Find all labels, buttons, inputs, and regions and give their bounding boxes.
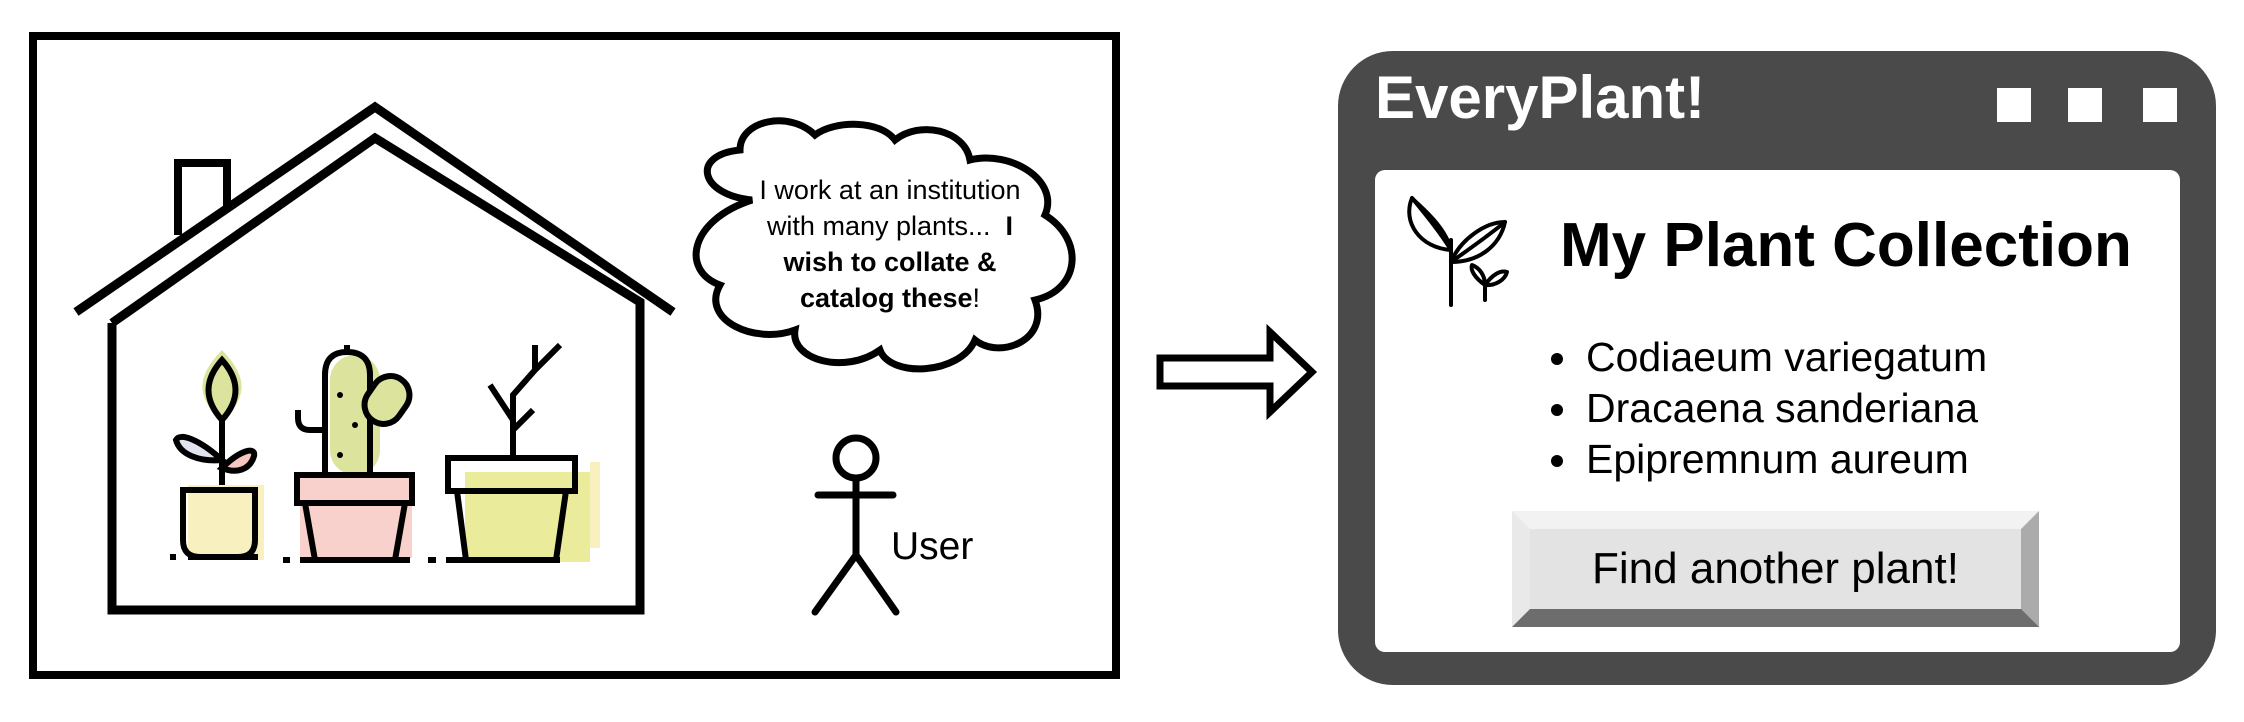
sprout-leaves-icon [1407, 196, 1509, 307]
plant-list: Codiaeum variegatum Dracaena sanderiana … [1540, 332, 1987, 485]
bare-branch-plant-icon [428, 342, 600, 563]
cactus-icon [283, 345, 415, 563]
speech-bubble-text: I work at an institution with many plant… [740, 172, 1040, 316]
speech-bubble-plain-text: I work at an institution with many plant… [759, 175, 1021, 241]
window-maximize-button[interactable] [2068, 88, 2102, 122]
arrow-right-icon [1156, 323, 1318, 421]
speech-bubble [692, 117, 1076, 373]
app-title: EveryPlant! [1375, 64, 1706, 131]
house-icon [73, 101, 676, 615]
potted-plant-icon [170, 350, 264, 560]
window-close-button[interactable] [2143, 88, 2177, 122]
page-title: My Plant Collection [1560, 211, 2132, 280]
stick-figure-icon [811, 434, 900, 616]
speech-bubble-bold-text: I wish to collate & catalog these [783, 211, 1014, 313]
scene-frame [29, 32, 1120, 679]
list-item: Epipremnum aureum [1582, 434, 1987, 485]
list-item: Dracaena sanderiana [1582, 383, 1987, 434]
speech-bubble-end-text: ! [972, 283, 981, 313]
list-item: Codiaeum variegatum [1582, 332, 1987, 383]
window-minimize-button[interactable] [1997, 88, 2031, 122]
user-label: User [891, 525, 974, 568]
find-another-plant-button[interactable]: Find another plant! [1512, 511, 2039, 627]
